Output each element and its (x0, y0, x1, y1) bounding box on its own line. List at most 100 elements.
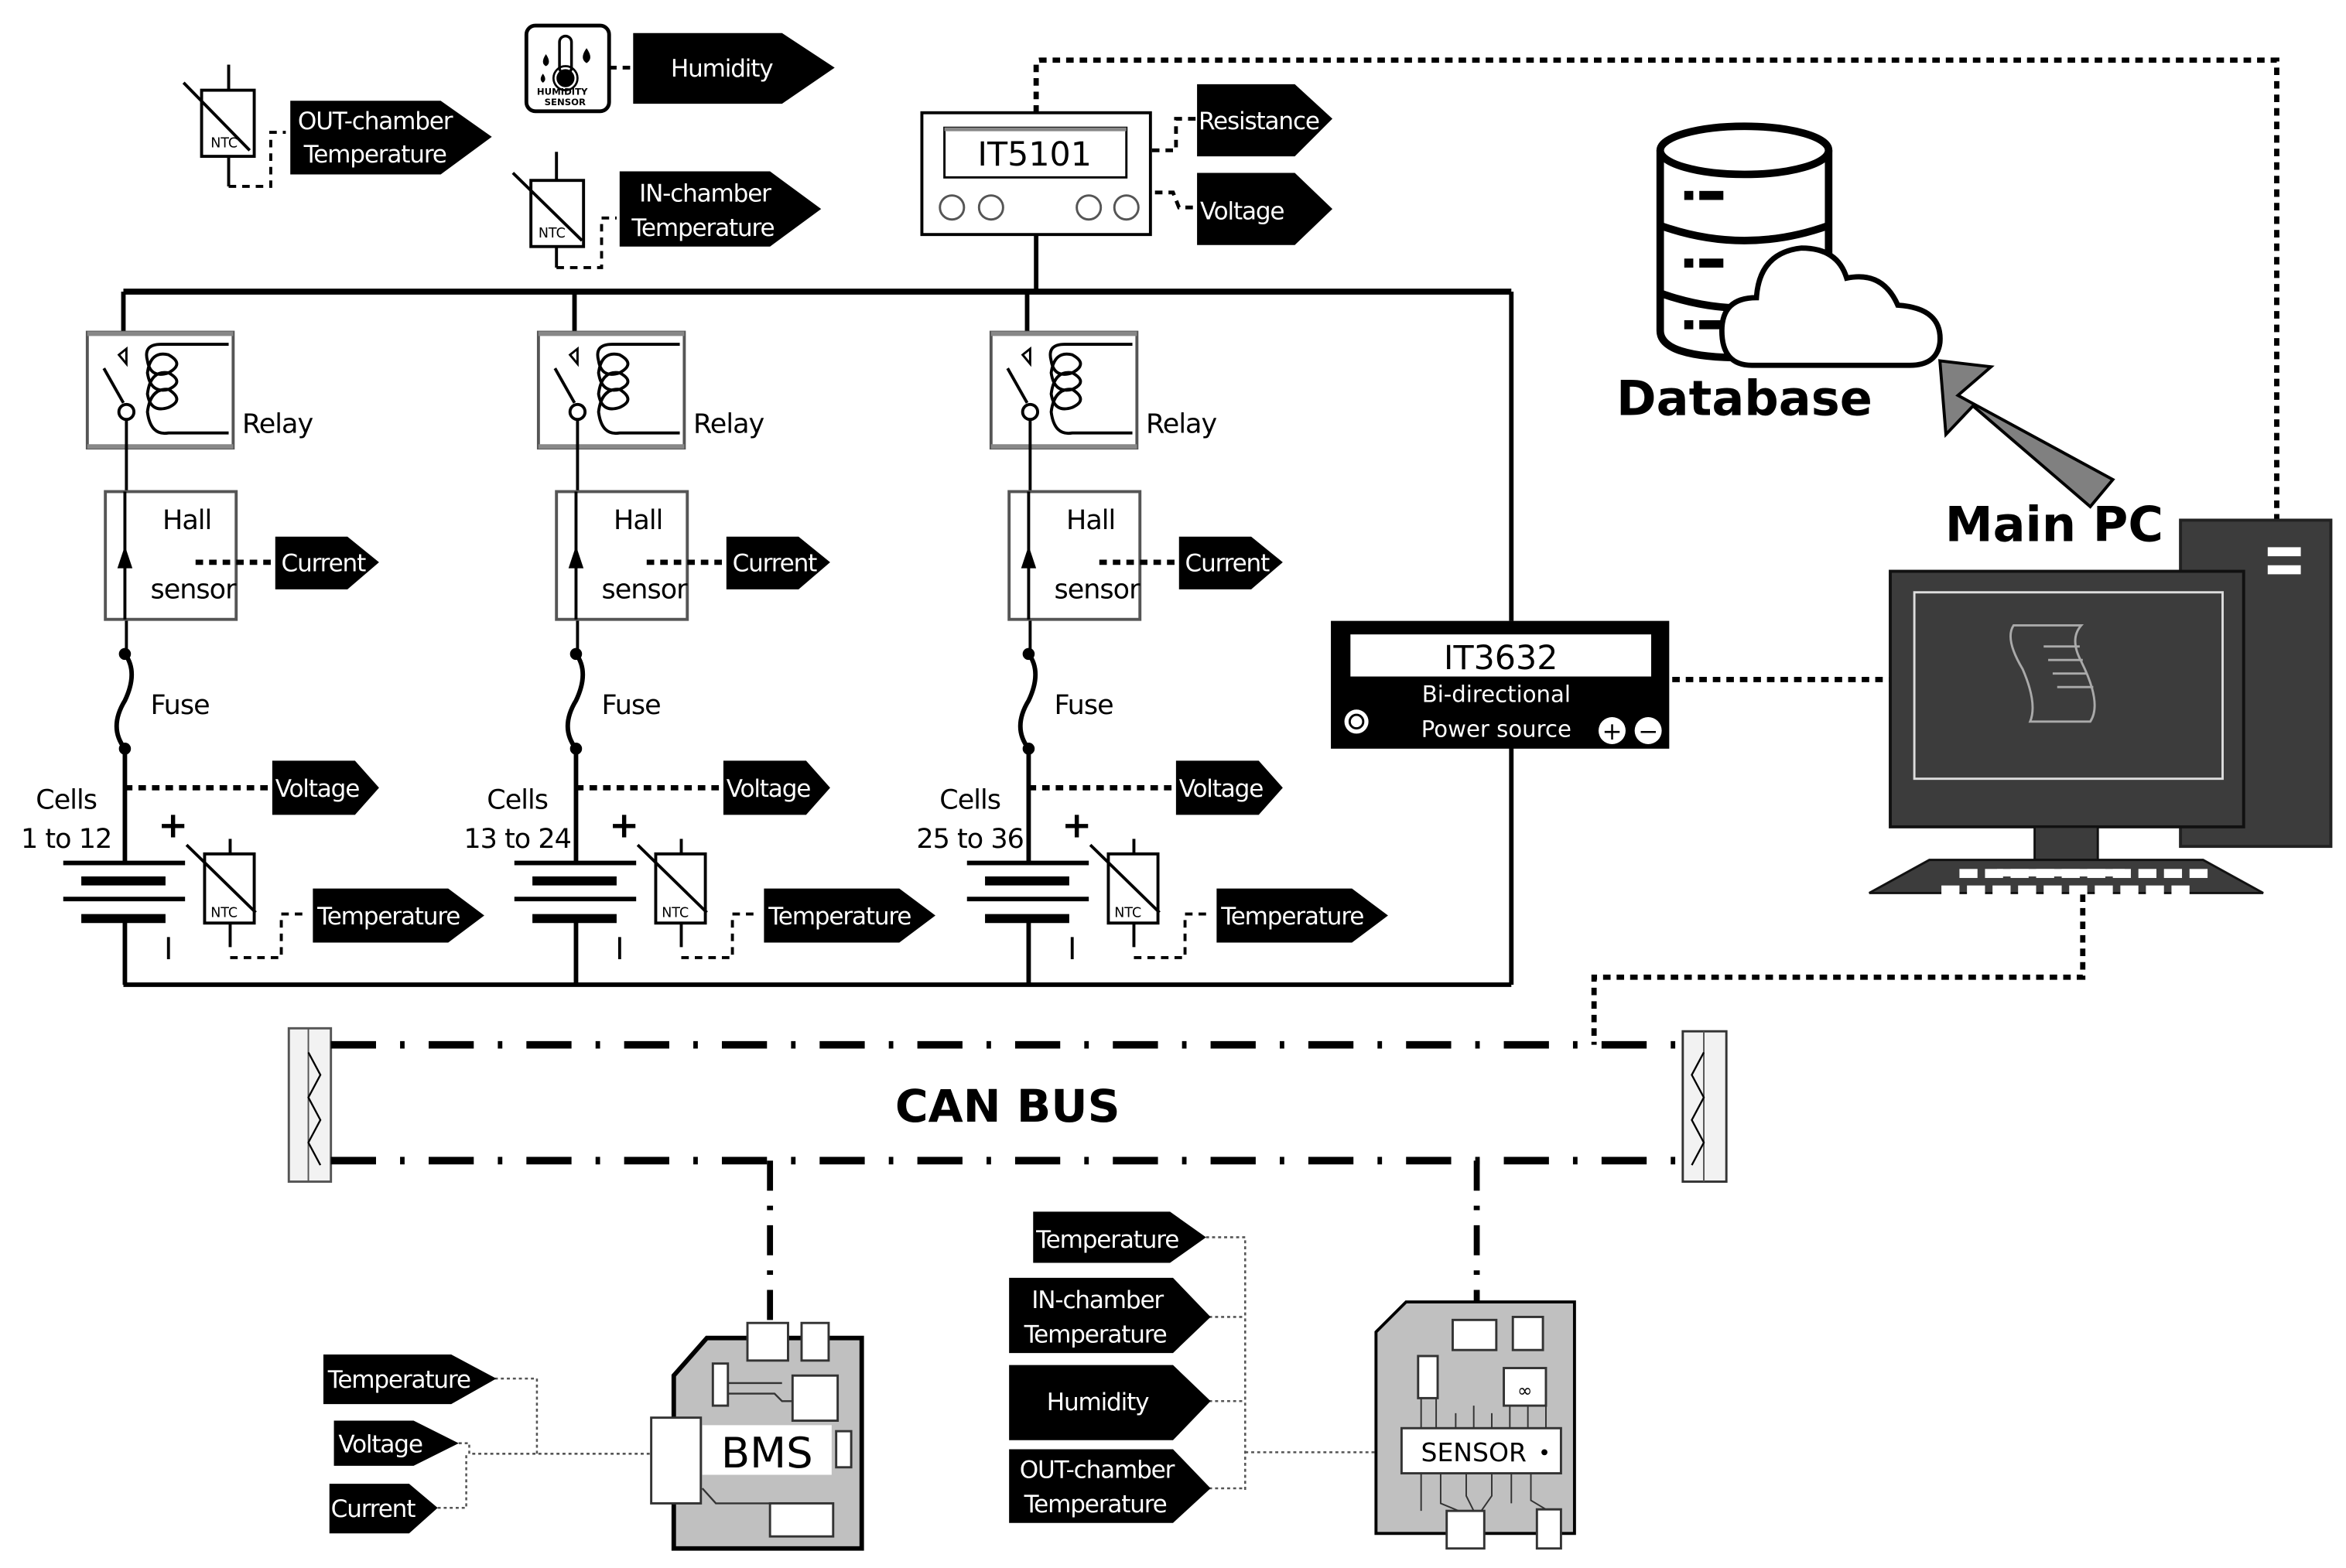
fuse-icon: Fuse (565, 647, 662, 755)
ntc-thermistor-icon: NTC (636, 839, 760, 959)
sensor-board: ∞ SENSOR (1374, 1300, 1576, 1550)
svg-text:SENSOR: SENSOR (545, 97, 586, 108)
svg-text:sensor: sensor (150, 574, 237, 605)
relay-icon: Relay (85, 330, 313, 450)
svg-text:Relay: Relay (693, 409, 764, 440)
tag-bms-current: Current (329, 1484, 438, 1534)
hall-sensor: Hall sensor (555, 490, 730, 621)
svg-text:Temperature: Temperature (631, 214, 774, 242)
svg-text:OUT-chamber: OUT-chamber (298, 108, 453, 135)
tag-temperature: Temperature (313, 888, 484, 943)
database-label: Database (1616, 370, 1872, 426)
battery-branch-3: Relay Hall sensor Current Fuse Voltage C… (916, 292, 1388, 985)
can-bus-label: CAN BUS (895, 1080, 1120, 1132)
terminator-right-icon (1681, 1030, 1728, 1183)
multimeter-it5101: IT5101 (920, 111, 1152, 237)
svg-text:Fuse: Fuse (601, 690, 660, 721)
svg-text:NTC: NTC (210, 905, 238, 921)
tag-humidity: Humidity (633, 32, 835, 104)
svg-text:Temperature: Temperature (1035, 1226, 1178, 1254)
tag-sensor-humidity: Humidity (1009, 1365, 1211, 1440)
svg-text:Temperature: Temperature (1024, 1491, 1167, 1518)
svg-text:Voltage: Voltage (275, 775, 359, 803)
ntc-thermistor-icon: NTC (185, 839, 309, 959)
svg-text:Temperature: Temperature (768, 903, 911, 931)
svg-text:Relay: Relay (242, 409, 313, 440)
tag-temperature: Temperature (764, 888, 935, 943)
relay-icon: Relay (536, 330, 765, 450)
sensor-label: SENSOR (1421, 1437, 1526, 1467)
tag-temperature: Temperature (1216, 888, 1388, 943)
battery-branch-1: Relay Hall sensor Current Fuse Voltage C… (21, 292, 484, 985)
bms-board: BMS (650, 1321, 864, 1551)
multimeter-model: IT5101 (977, 135, 1092, 174)
svg-text:Current: Current (282, 550, 367, 578)
svg-text:I: I (1068, 932, 1076, 967)
svg-text:Relay: Relay (1146, 409, 1216, 440)
tag-in-chamber-temperature: IN-chamber Temperature (619, 171, 822, 247)
tag-multimeter-voltage: Voltage (1197, 173, 1333, 245)
in-chamber-ntc: NTC (511, 152, 617, 269)
svg-text:Current: Current (331, 1495, 416, 1523)
svg-text:OUT-chamber: OUT-chamber (1020, 1456, 1175, 1484)
cloud-icon (1718, 245, 1943, 368)
svg-text:NTC: NTC (1114, 905, 1141, 921)
svg-text:Hall: Hall (614, 505, 662, 536)
svg-text:sensor: sensor (601, 574, 688, 605)
power-source-it3632: IT3632 Bi-directional Power source + − (1331, 620, 1670, 749)
svg-text:−: − (1638, 718, 1658, 746)
svg-text:Cells: Cells (939, 785, 1000, 816)
tag-bms-voltage: Voltage (333, 1420, 459, 1466)
svg-text:+: + (609, 804, 639, 845)
svg-text:Temperature: Temperature (1024, 1320, 1167, 1348)
bms-label: BMS (721, 1428, 813, 1477)
tag-current: Current (275, 536, 379, 589)
plus-terminal-icon (1598, 717, 1626, 744)
svg-text:I: I (615, 932, 624, 967)
infinity-icon: ∞ (1517, 1380, 1532, 1401)
svg-text:25 to 36: 25 to 36 (916, 824, 1024, 855)
svg-text:Humidity: Humidity (671, 55, 773, 83)
minus-terminal-icon (1634, 717, 1662, 744)
tag-voltage: Voltage (1175, 760, 1283, 815)
humidity-sensor-icon: HUMIDITY SENSOR (524, 23, 632, 114)
terminator-left-icon (287, 1027, 333, 1183)
svg-text:Cells: Cells (487, 785, 548, 816)
svg-text:Voltage: Voltage (727, 775, 810, 803)
svg-text:Hall: Hall (162, 505, 211, 536)
tag-out-chamber-temperature: OUT-chamber Temperature (290, 101, 492, 175)
can-bus: CAN BUS (287, 1027, 1728, 1183)
svg-text:1 to 12: 1 to 12 (21, 824, 111, 855)
tag-current: Current (1178, 536, 1283, 589)
svg-text:Temperature: Temperature (1220, 903, 1363, 931)
svg-text:13 to 24: 13 to 24 (463, 824, 571, 855)
hall-sensor: Hall sensor (104, 490, 279, 621)
svg-text:HUMIDITY: HUMIDITY (537, 86, 588, 97)
tag-voltage: Voltage (272, 760, 379, 815)
tag-current: Current (726, 536, 830, 589)
svg-text:Voltage: Voltage (1200, 198, 1284, 226)
ntc-label: NTC (210, 135, 238, 151)
tag-resistance: Resistance (1197, 84, 1333, 157)
relay-icon: Relay (989, 330, 1217, 450)
svg-text:sensor: sensor (1054, 574, 1141, 605)
upload-arrow-icon (1938, 359, 2115, 509)
svg-text:Power source: Power source (1421, 716, 1571, 742)
svg-text:Temperature: Temperature (316, 903, 460, 931)
document-icon (2009, 624, 2096, 723)
svg-text:Voltage: Voltage (1179, 775, 1263, 803)
svg-text:+: + (158, 804, 188, 845)
svg-text:IN-chamber: IN-chamber (1031, 1286, 1164, 1314)
svg-text:+: + (1602, 718, 1622, 746)
main-pc-icon (1869, 518, 2333, 895)
svg-text:I: I (164, 932, 173, 967)
svg-text:Fuse: Fuse (150, 690, 209, 721)
svg-text:Current: Current (733, 550, 818, 578)
svg-text:Voltage: Voltage (338, 1430, 422, 1458)
ntc-thermistor-icon: NTC (1089, 839, 1212, 959)
svg-text:Temperature: Temperature (303, 141, 446, 169)
main-pc-label: Main PC (1945, 497, 2163, 553)
tag-sensor-in-chamber-temperature: IN-chamber Temperature (1009, 1277, 1211, 1354)
svg-text:Resistance: Resistance (1199, 108, 1319, 135)
